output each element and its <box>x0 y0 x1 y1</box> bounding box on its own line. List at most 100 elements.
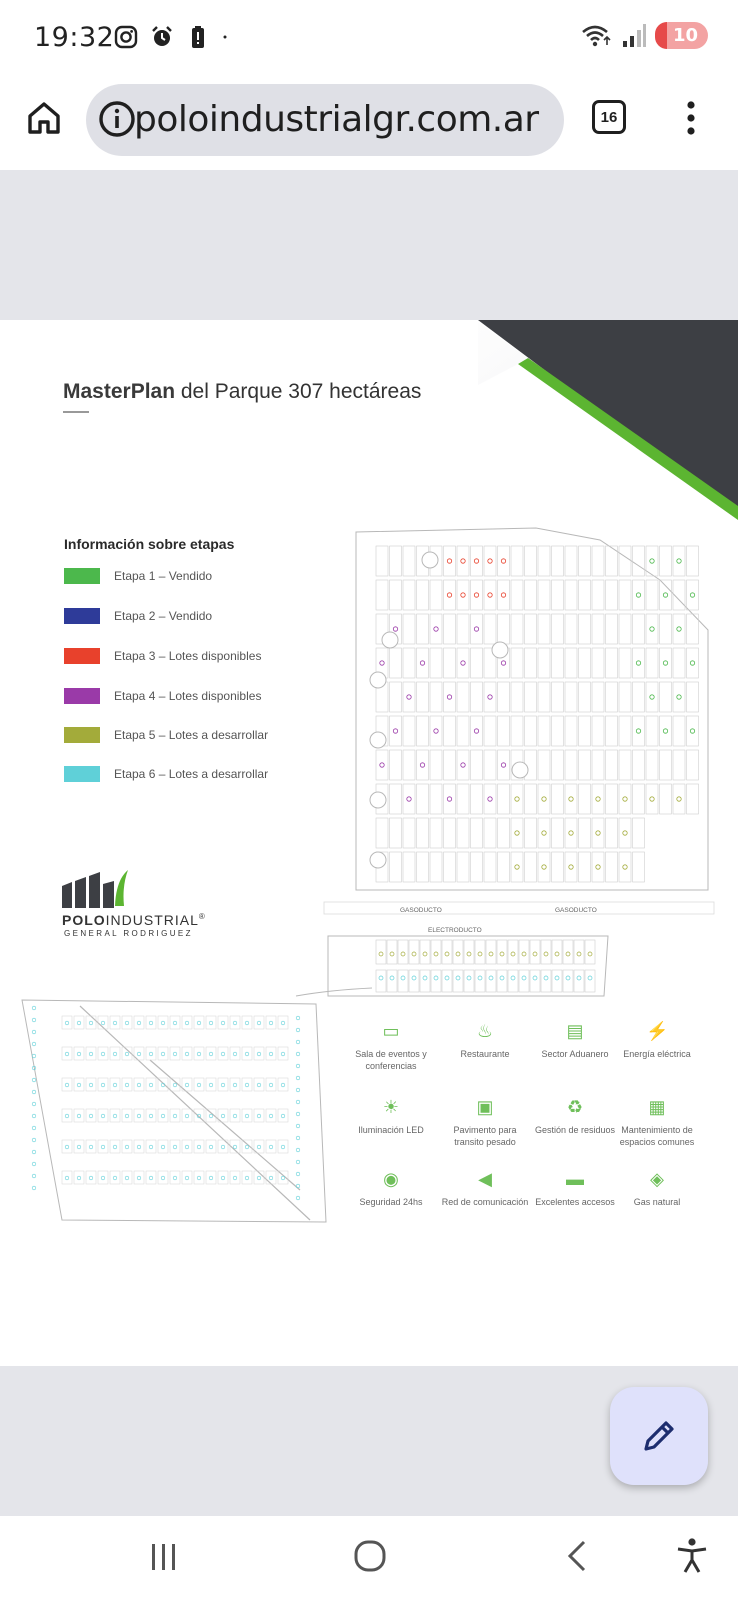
plan-lot-marker <box>295 1027 301 1033</box>
plan-lot <box>686 749 699 781</box>
accessibility-icon[interactable] <box>672 1536 712 1576</box>
plan-lot-marker <box>208 1113 214 1119</box>
plan-lot-marker <box>419 660 426 666</box>
plan-lot-marker <box>76 1144 82 1150</box>
plan-lot <box>229 1108 241 1123</box>
plan-lot <box>672 783 686 815</box>
plan-lot <box>375 939 387 965</box>
plan-lot <box>402 681 416 713</box>
plan-lot <box>402 613 416 645</box>
plan-lot <box>632 613 645 645</box>
plan-lot-marker <box>689 728 696 734</box>
plan-lot <box>443 817 456 849</box>
home-icon[interactable] <box>24 98 64 138</box>
plan-lot <box>97 1170 109 1185</box>
plan-lot <box>686 579 699 611</box>
plan-lot-marker <box>64 1144 70 1150</box>
plan-lot <box>416 817 429 849</box>
plan-lot <box>632 647 645 679</box>
plan-lot <box>389 783 402 815</box>
plan-lot <box>277 1077 289 1092</box>
plan-lot-marker <box>595 864 601 870</box>
plan-lot-marker <box>378 975 384 981</box>
plan-lot <box>265 1015 277 1030</box>
plan-lot <box>578 715 591 747</box>
customs-icon: ▤ <box>566 1021 584 1041</box>
plan-lot <box>645 579 659 611</box>
plan-lot <box>518 939 530 965</box>
plan-lot <box>564 817 578 849</box>
plan-lot-marker <box>392 626 399 632</box>
site-info-icon[interactable] <box>98 100 136 138</box>
logo-name: POLOINDUSTRIAL® <box>62 912 206 928</box>
plan-lot <box>605 749 618 781</box>
plan-lot-marker <box>406 694 412 700</box>
plan-lot <box>193 1046 205 1061</box>
car-icon: ▬ <box>566 1169 584 1189</box>
plan-label-gasoducto: GASODUCTO <box>555 907 597 914</box>
plan-lot <box>402 647 416 679</box>
plan-lot-marker <box>662 592 669 598</box>
plan-lot-marker <box>473 626 480 632</box>
plan-lot <box>659 783 672 815</box>
plan-lot-marker <box>422 975 428 981</box>
plan-lot-marker <box>112 1144 118 1150</box>
plan-lot <box>551 783 564 815</box>
plan-lot <box>632 817 645 849</box>
plan-lot <box>632 715 645 747</box>
plan-lot <box>645 545 659 577</box>
legend-label: Etapa 6 – Lotes a desarrollar <box>114 767 269 781</box>
back-icon[interactable] <box>558 1536 598 1576</box>
plan-lot <box>429 647 443 679</box>
overflow-menu-icon[interactable] <box>686 98 696 138</box>
plan-lot <box>496 939 508 965</box>
plan-lot <box>578 817 591 849</box>
edit-button[interactable] <box>610 1387 708 1485</box>
plan-lot <box>618 681 632 713</box>
plan-lot-marker <box>487 592 493 598</box>
plan-lot <box>452 969 464 993</box>
plan-lot <box>540 969 552 993</box>
plan-lot <box>537 749 551 781</box>
address-bar[interactable]: poloindustrialgr.com.ar <box>86 84 564 156</box>
plan-diagonal-road <box>79 1005 311 1221</box>
plan-lot <box>157 1015 169 1030</box>
plan-lot-marker <box>196 1051 202 1057</box>
plan-lot <box>686 647 699 679</box>
home-circle-icon[interactable] <box>350 1536 390 1576</box>
plan-label-electroducto: ELECTRODUCTO <box>428 927 482 934</box>
plan-lot-marker <box>100 1175 106 1181</box>
plan-lot-marker <box>244 1113 250 1119</box>
plan-roundabout <box>491 641 509 659</box>
plan-lot-marker <box>31 1137 37 1143</box>
plan-lot <box>456 545 470 577</box>
plan-lot-marker <box>148 1175 154 1181</box>
plan-lot <box>645 783 659 815</box>
url-text[interactable]: poloindustrialgr.com.ar <box>134 99 539 140</box>
recents-icon[interactable] <box>144 1536 184 1576</box>
plan-lot <box>485 939 497 965</box>
title-rest: del Parque 307 hectáreas <box>175 380 422 403</box>
plan-lot <box>205 1046 217 1061</box>
plan-lot <box>241 1108 253 1123</box>
plan-lot-marker <box>379 660 385 666</box>
plan-lot <box>537 783 551 815</box>
plan-lot <box>402 851 416 883</box>
plan-roundabout <box>369 731 387 749</box>
plan-lot-marker <box>488 951 494 957</box>
plan-lot <box>85 1139 97 1154</box>
plan-lot-marker <box>148 1051 154 1057</box>
plan-lot-marker <box>148 1144 154 1150</box>
plan-lot-marker <box>466 975 472 981</box>
plan-lot <box>408 969 420 993</box>
plan-lot <box>193 1170 205 1185</box>
plan-lot <box>524 545 537 577</box>
plan-lot <box>632 681 645 713</box>
tab-switcher-button[interactable]: 16 <box>592 100 626 134</box>
plan-lot <box>402 579 416 611</box>
plan-lot <box>277 1046 289 1061</box>
plan-lot <box>169 1170 181 1185</box>
plan-lot-marker <box>565 951 571 957</box>
plan-lot <box>416 681 429 713</box>
plan-lot <box>564 647 578 679</box>
